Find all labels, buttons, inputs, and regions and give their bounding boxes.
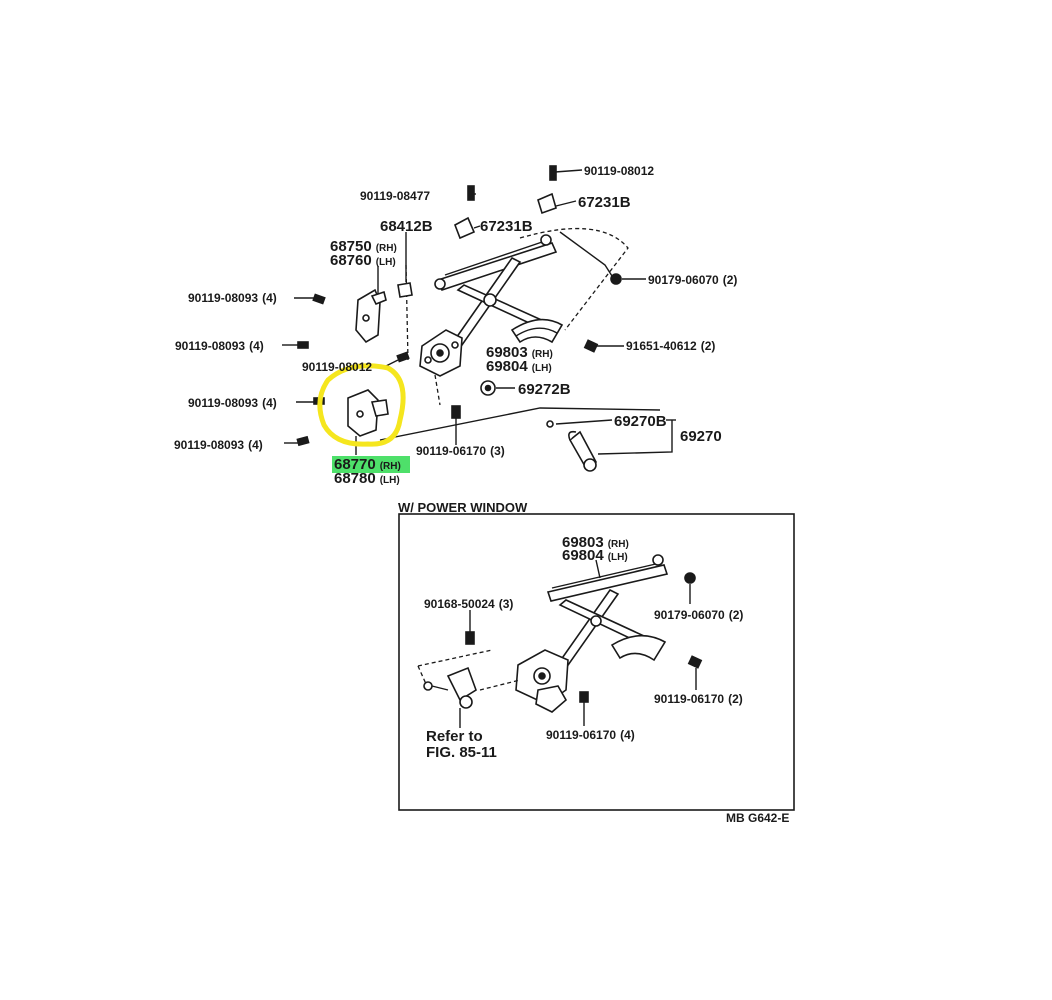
label-90119-08093-3: 90119-08093(4) <box>188 396 277 410</box>
label-68760: 68760(LH) <box>330 252 396 269</box>
pw-motor-connector <box>423 681 433 691</box>
label-68750: 68750(RH) <box>330 238 397 255</box>
main-labels: 90119-08012 90119-08477 67231B 67231B 68… <box>174 164 737 487</box>
label-90119-08093-4: 90119-08093(4) <box>174 438 263 452</box>
window-regulator-assembly <box>282 165 676 472</box>
inset-title: W/ POWER WINDOW <box>398 500 528 515</box>
label-90179-06070: 90179-06070(2) <box>648 273 737 287</box>
label-90119-08093-1: 90119-08093(4) <box>188 291 277 305</box>
pw-drive-gear <box>535 685 568 713</box>
rail-end-roller <box>434 278 446 290</box>
label-90119-06170-main: 90119-06170(3) <box>416 444 505 458</box>
clip-67231b <box>537 192 557 215</box>
rail-end-roller <box>540 234 552 246</box>
label-67231b-upper: 67231B <box>578 194 631 211</box>
pw-label-90119-06170-a: 90119-06170(2) <box>654 692 743 706</box>
highlight-label <box>332 456 410 473</box>
label-90119-08012-top: 90119-08012 <box>584 164 654 178</box>
label-69270: 69270 <box>680 428 722 445</box>
label-90119-08012-mid: 90119-08012 <box>302 360 372 374</box>
pw-refer-line-2: FIG. 85-11 <box>426 744 497 761</box>
inset-frame <box>398 513 795 811</box>
highlight-circle <box>317 363 406 447</box>
label-91651-40612: 91651-40612(2) <box>626 339 715 353</box>
crank-clip <box>546 420 554 428</box>
bolts <box>296 165 622 447</box>
power-window-inset: W/ POWER WINDOW <box>398 500 795 811</box>
pw-label-90119-06170-b: 90119-06170(4) <box>546 728 635 742</box>
pw-label-69804: 69804(LH) <box>562 547 628 564</box>
pw-motor <box>446 666 477 702</box>
figure-code: MB G642-E <box>726 811 789 825</box>
label-69270b: 69270B <box>614 413 667 430</box>
label-68412b: 68412B <box>380 218 433 235</box>
pw-sector-gear <box>610 634 667 662</box>
arm-pivot <box>483 293 497 307</box>
label-69803: 69803(RH) <box>486 344 553 361</box>
clip-68412b <box>397 282 413 298</box>
label-90119-08093-2: 90119-08093(4) <box>175 339 264 353</box>
pw-regulator-rail <box>546 564 669 602</box>
pw-label-69803: 69803(RH) <box>562 534 629 551</box>
pw-label-90168-50024: 90168-50024(3) <box>424 597 513 611</box>
label-69272b: 69272B <box>518 381 571 398</box>
sector-gear <box>510 318 564 344</box>
label-67231b-lower: 67231B <box>480 218 533 235</box>
pw-label-90179-06070: 90179-06070(2) <box>654 608 743 622</box>
label-69804: 69804(LH) <box>486 358 552 375</box>
label-68770: 68770(RH) <box>334 456 401 473</box>
pw-refer-line-1: Refer to <box>426 728 483 745</box>
leader-lines <box>282 169 676 455</box>
clip-67231b <box>454 216 476 240</box>
label-68780: 68780(LH) <box>334 470 400 487</box>
glass-outline <box>519 228 629 331</box>
label-90119-08477: 90119-08477 <box>360 189 430 203</box>
